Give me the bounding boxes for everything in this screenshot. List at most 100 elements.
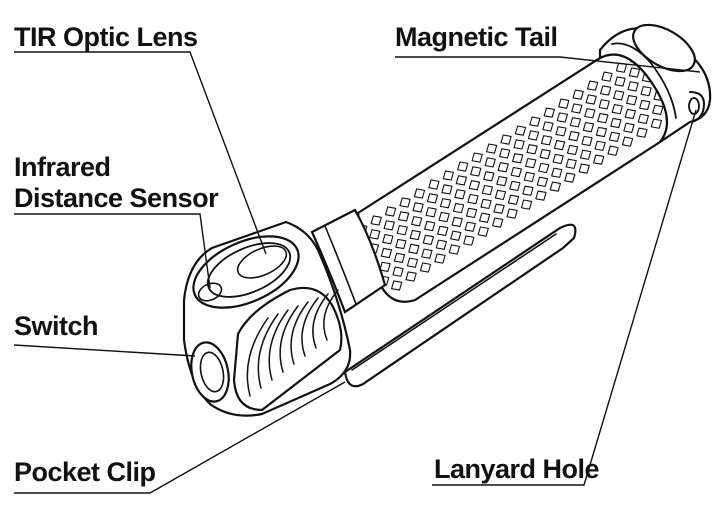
knurl-diamond bbox=[578, 163, 590, 174]
knurl-diamond bbox=[507, 194, 520, 205]
knurl-diamond bbox=[611, 104, 623, 115]
knurl-diamond bbox=[412, 202, 424, 213]
neck-ring bbox=[310, 208, 387, 314]
knurl-diamond bbox=[396, 225, 408, 236]
knurl-diamond bbox=[380, 247, 393, 259]
knurl-diamond bbox=[467, 193, 479, 205]
head-fin bbox=[246, 317, 269, 397]
knurl-diamond bbox=[477, 226, 489, 237]
knurl-diamond bbox=[448, 244, 461, 255]
knurl-diamond bbox=[463, 235, 475, 246]
knurl-diamond bbox=[594, 140, 606, 151]
knurl-diamond bbox=[637, 113, 649, 124]
knurl-diamond bbox=[485, 143, 498, 154]
head-fins bbox=[246, 289, 339, 397]
knurl-diamond bbox=[628, 67, 641, 78]
knurl-diamond bbox=[428, 179, 440, 190]
knurl-diamond bbox=[426, 193, 439, 204]
knurl-diamond bbox=[437, 225, 449, 237]
knurl-diamond bbox=[395, 238, 407, 250]
knurl-diamond bbox=[391, 280, 403, 291]
label-switch: Switch bbox=[14, 311, 98, 341]
knurl-diamond bbox=[571, 103, 583, 114]
knurl-diamond bbox=[627, 81, 639, 92]
knurl-diamond bbox=[419, 262, 432, 273]
knurl-diamond bbox=[527, 130, 540, 141]
leader-switch bbox=[13, 344, 196, 357]
knurl-diamond bbox=[558, 98, 570, 109]
knurl-diamond bbox=[392, 266, 404, 277]
knurl-diamond bbox=[510, 166, 522, 178]
knurl-diamond bbox=[639, 99, 651, 111]
knurl-diamond bbox=[450, 230, 462, 241]
knurl-diamond bbox=[566, 144, 579, 156]
knurl-diamond bbox=[425, 207, 437, 218]
knurl-diamond bbox=[600, 85, 612, 96]
knurl-diamond bbox=[584, 108, 596, 119]
head-fin bbox=[301, 297, 319, 357]
head-fin bbox=[290, 301, 309, 365]
knurl-diamond bbox=[493, 203, 505, 214]
knurl-diamond bbox=[470, 166, 482, 177]
leader-lanyard-hole bbox=[432, 109, 697, 486]
knurl-diamond bbox=[411, 216, 423, 227]
label-ir-sensor-line1: Infrared bbox=[14, 152, 111, 182]
knurl-diamond bbox=[551, 167, 563, 178]
knurl-diamond bbox=[555, 126, 567, 137]
knurl-diamond bbox=[406, 257, 419, 268]
knurl-diamond bbox=[409, 229, 421, 241]
knurl-diamond bbox=[481, 184, 494, 196]
knurl-diamond bbox=[442, 170, 454, 181]
knurl-diamond bbox=[422, 234, 434, 246]
knurl-diamond bbox=[384, 206, 397, 217]
knurl-diamond bbox=[543, 107, 555, 118]
knurl-diamond bbox=[513, 139, 525, 150]
knurl-diamond bbox=[457, 161, 469, 172]
head-fin bbox=[312, 293, 329, 349]
knurl-diamond bbox=[586, 80, 599, 91]
knurl-diamond bbox=[569, 117, 582, 128]
knurl-diamond bbox=[652, 104, 664, 115]
leader-ir-sensor bbox=[14, 213, 211, 289]
knurl-diamond bbox=[525, 157, 537, 169]
knurl-diamond bbox=[514, 125, 527, 136]
knurl-diamond bbox=[549, 181, 562, 192]
knurl-diamond bbox=[608, 131, 621, 142]
knurl-diamond bbox=[553, 139, 566, 151]
knurl-diamond bbox=[626, 95, 638, 106]
infrared-sensor bbox=[197, 282, 223, 302]
knurl-diamond bbox=[484, 157, 496, 168]
knurl-diamond bbox=[595, 126, 608, 138]
knurl-diamond bbox=[581, 135, 593, 147]
label-tir-optic-lens: TIR Optic Lens bbox=[14, 22, 198, 52]
knurl-diamond bbox=[451, 216, 463, 228]
tir-optic-lens bbox=[236, 245, 288, 279]
knurl-diamond bbox=[520, 199, 533, 210]
flashlight-head bbox=[182, 220, 352, 417]
knurl-diamond bbox=[582, 122, 595, 133]
knurl-diamond bbox=[636, 127, 648, 138]
knurl-diamond bbox=[398, 211, 410, 222]
knurl-diamond bbox=[497, 162, 509, 173]
knurl-diamond bbox=[568, 130, 580, 142]
knurl-diamond bbox=[424, 220, 436, 232]
head-fin bbox=[323, 289, 339, 341]
knurl-diamond bbox=[512, 153, 524, 164]
knurl-diamond bbox=[393, 252, 406, 263]
label-lanyard-hole: Lanyard Hole bbox=[434, 454, 600, 484]
knurl-diamond bbox=[369, 229, 381, 240]
knurl-diamond bbox=[601, 71, 613, 82]
head-fin bbox=[279, 305, 299, 373]
lanyard-hole bbox=[688, 91, 705, 123]
knurl-diamond bbox=[483, 171, 495, 182]
knurl-diamond bbox=[499, 148, 511, 159]
knurl-diamond bbox=[579, 149, 592, 160]
knurl-diamond bbox=[610, 117, 622, 129]
knurl-diamond bbox=[435, 239, 447, 250]
label-pocket-clip: Pocket Clip bbox=[14, 457, 156, 487]
knurl-diamond bbox=[370, 215, 382, 226]
knurl-diamond bbox=[552, 153, 564, 165]
knurl-diamond bbox=[523, 171, 535, 183]
knurl-diamond bbox=[383, 220, 395, 231]
knurl-diamond bbox=[614, 76, 626, 87]
